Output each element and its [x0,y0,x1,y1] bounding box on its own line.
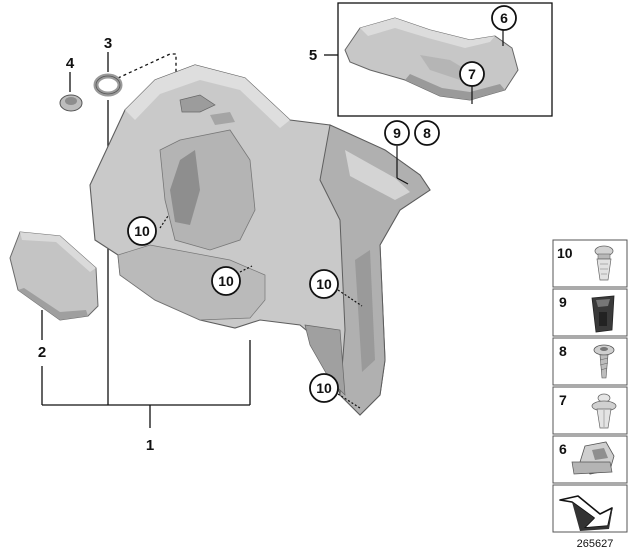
part-number-4: 4 [66,55,75,72]
svg-text:9: 9 [393,125,401,141]
callout-8: 8 [414,120,440,146]
svg-text:6: 6 [559,441,567,457]
clip-nut-icon [591,295,615,333]
callout-10-b: 10 [211,266,241,296]
side-trim-panel-part-1 [89,64,431,416]
expanding-rivet-icon [591,393,617,429]
svg-text:6: 6 [500,10,508,26]
svg-text:10: 10 [134,223,150,239]
ring-part-3 [93,73,123,97]
spring-clip-icon [571,441,615,475]
part-number-1: 1 [146,437,154,454]
svg-text:8: 8 [559,343,567,359]
legend-item-6: 6 [552,435,628,484]
svg-text:7: 7 [468,66,476,82]
callout-10-d: 10 [309,373,339,403]
part-number-5: 5 [309,47,317,64]
svg-text:8: 8 [423,125,431,141]
callout-leaders [159,146,409,409]
svg-text:9: 9 [559,294,567,310]
svg-text:10: 10 [218,273,234,289]
push-rivet-icon [594,245,614,281]
part-number-2: 2 [38,344,46,361]
screw-icon [593,344,615,379]
callout-6-top: 6 [491,5,517,31]
svg-text:7: 7 [559,392,567,408]
direction-arrow-icon [559,495,613,531]
fastener-legend: 10 9 8 [552,239,628,533]
part-number-3: 3 [104,35,112,52]
callout-7-top: 7 [459,61,485,87]
legend-arrow-box [552,484,628,533]
svg-text:10: 10 [316,380,332,396]
legend-item-10: 10 [552,239,628,288]
callout-10-a: 10 [127,216,157,246]
document-id: 265627 [577,538,614,550]
grommet-part-4 [59,94,83,112]
legend-item-8: 8 [552,337,628,386]
callout-9: 9 [384,120,410,146]
legend-item-7: 7 [552,386,628,435]
bracket-box [324,2,553,117]
svg-text:10: 10 [557,245,573,261]
legend-item-9: 9 [552,288,628,337]
svg-text:10: 10 [316,276,332,292]
callout-10-c: 10 [309,269,339,299]
cover-flap-part-2 [9,231,99,321]
